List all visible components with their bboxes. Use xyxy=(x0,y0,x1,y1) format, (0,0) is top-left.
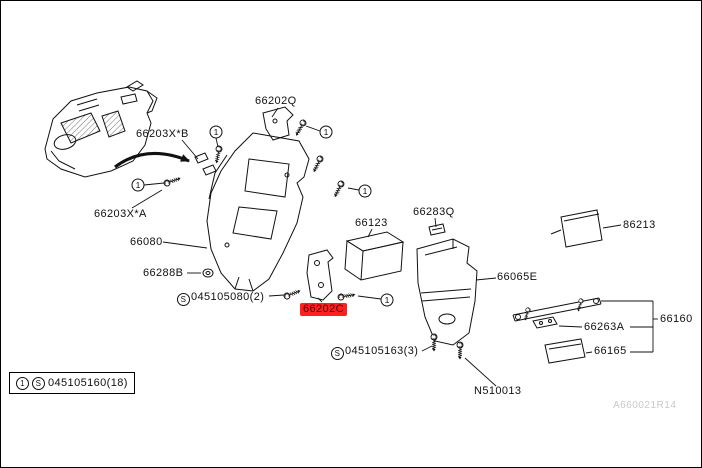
svg-text:1: 1 xyxy=(363,186,368,196)
bracket-66202C-drawing xyxy=(306,249,334,301)
screw-icon xyxy=(293,118,308,138)
part-number-text: 045105080(2) xyxy=(191,291,265,303)
motion-arrow xyxy=(114,152,190,169)
part-label-66065E[interactable]: 66065E xyxy=(497,271,538,283)
clips-66203X-drawing xyxy=(194,152,217,176)
part-label-86213[interactable]: 86213 xyxy=(623,219,656,231)
screw-callouts: 1 1 1 1 1 xyxy=(131,125,394,307)
s-symbol: S xyxy=(177,293,190,306)
part-label-66080[interactable]: 66080 xyxy=(130,236,163,248)
side-panel-66065E-drawing xyxy=(416,238,478,346)
s-symbol: S xyxy=(331,347,344,360)
svg-text:1: 1 xyxy=(324,127,329,137)
part-label-66123[interactable]: 66123 xyxy=(355,217,388,229)
part-label-66263A[interactable]: 66263A xyxy=(584,321,625,333)
part-number-text: 045105163(3) xyxy=(345,345,419,357)
screw-icon xyxy=(282,287,303,301)
svg-text:1: 1 xyxy=(214,127,219,137)
svg-text:1: 1 xyxy=(385,295,390,305)
part-label-66160[interactable]: 66160 xyxy=(660,313,693,325)
screw-icon xyxy=(213,145,223,165)
part-label-66202C-highlighted[interactable]: 66202C xyxy=(300,303,347,316)
part-label-66203X-B[interactable]: 66203X*B xyxy=(136,128,189,140)
part-label-66202Q[interactable]: 66202Q xyxy=(255,95,297,107)
plate-86213-drawing xyxy=(550,209,603,248)
screw-icon xyxy=(162,174,183,188)
diagram-code: A660021R14 xyxy=(613,400,677,411)
screw-icon xyxy=(331,179,346,199)
part-label-66203X-A[interactable]: 66203X*A xyxy=(94,208,147,220)
part-label-66288B[interactable]: 66288B xyxy=(143,267,184,279)
screw-icon xyxy=(310,154,325,174)
leader-lines xyxy=(131,107,658,387)
part-label-66165[interactable]: 66165 xyxy=(594,345,627,357)
grommet-66288B-drawing xyxy=(202,268,214,278)
screw-callout: 1 xyxy=(131,178,145,192)
part-66263A-drawing xyxy=(532,316,558,329)
screw-icon xyxy=(430,333,438,352)
screw-icon xyxy=(337,291,357,301)
svg-text:1: 1 xyxy=(136,180,141,190)
rail-66160-drawing xyxy=(512,297,602,322)
screw-icon xyxy=(456,341,464,360)
part-label-66283Q[interactable]: 66283Q xyxy=(413,206,455,218)
screw-icon xyxy=(575,297,585,313)
screw-callout: 1 xyxy=(319,125,333,139)
legend-box: 1 S 045105160(18) xyxy=(9,372,135,394)
s-symbol: S xyxy=(32,376,45,390)
clip-66283Q-drawing xyxy=(428,223,446,236)
console-trim-drawing xyxy=(206,132,310,292)
legend-part-number: 045105160(18) xyxy=(48,377,128,389)
callout-1-symbol: 1 xyxy=(16,376,29,390)
screw-icons xyxy=(162,118,585,360)
control-unit-66123-drawing xyxy=(344,231,405,281)
screw-callout: 1 xyxy=(358,184,372,198)
pad-66165-drawing xyxy=(544,338,586,364)
bracket-66202Q-drawing xyxy=(262,106,294,141)
screw-callout: 1 xyxy=(380,293,394,307)
part-label-N510013[interactable]: N510013 xyxy=(474,385,522,397)
screw-callout: 1 xyxy=(209,125,223,139)
dashboard-drawing xyxy=(44,80,158,178)
